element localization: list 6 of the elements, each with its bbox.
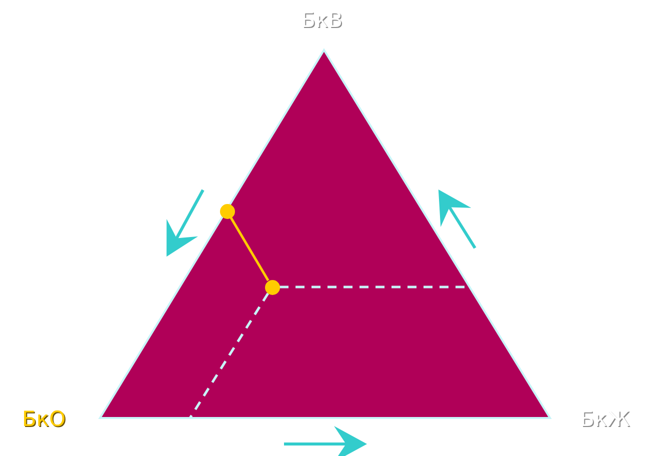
- dashed-line: [188, 292, 270, 419]
- vertex-label: БкО: [22, 407, 66, 431]
- point-marker: [220, 204, 234, 218]
- vertex-label: БкЖ: [580, 407, 630, 431]
- connector-line: [230, 216, 270, 282]
- vertex-label: БкВ: [301, 8, 342, 32]
